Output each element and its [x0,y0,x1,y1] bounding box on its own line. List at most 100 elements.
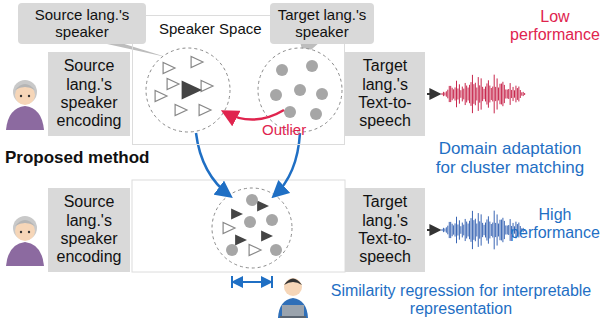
section-heading: Proposed method [5,149,165,168]
wave-stroke [498,88,499,101]
node-text: Source lang.'s speaker encoding [51,193,127,267]
wave-stroke [463,225,464,236]
output-arrow [427,229,439,231]
wave-stroke [524,93,525,95]
wave-stroke [504,221,505,239]
source-point [175,104,187,115]
wave-stroke [444,92,445,95]
wave-stroke [463,89,464,100]
speaker-icon [6,216,44,266]
source-point [231,208,243,219]
wave-stroke [495,87,496,101]
wave-stroke [476,88,477,101]
wave-stroke [447,90,448,99]
source-point [167,78,179,89]
source-point [257,200,269,211]
wave-stroke [523,92,524,96]
wave-stroke [457,88,458,99]
wave-stroke [472,75,473,113]
wave-stroke [453,225,454,234]
target-point [284,106,296,118]
source-point [155,90,167,101]
encoder-box: Source lang.'s speaker encoding [48,52,130,136]
target-point [270,244,282,256]
wave-stroke [452,224,453,237]
wave-stroke [514,90,515,97]
method-label: Domain adaptation for cluster matching [428,140,592,177]
wave-stroke [500,220,501,240]
source-point [223,222,235,233]
output-arrow [427,93,439,95]
target-point [270,89,282,101]
wave-stroke [494,211,495,250]
adaptation-arrow [196,133,230,196]
wave-stroke [462,87,463,102]
wave-stroke [517,88,518,100]
encoder-box: Source lang.'s speaker encoding [48,188,130,272]
target-point [246,194,258,206]
source-point [249,244,261,255]
outlier-arrow [224,110,284,120]
target-point [310,108,322,120]
wave-stroke [491,224,492,236]
wave-stroke [492,87,493,102]
wave-stroke [456,81,457,108]
wave-stroke [459,220,460,239]
wave-stroke [492,223,493,238]
speaker-callout: Target lang.'s speaker [270,3,374,44]
node-text: Target lang.'s Text-to-speech [348,193,422,267]
wave-stroke [500,84,501,104]
wave-stroke [473,220,474,240]
wave-stroke [486,83,487,104]
wave-stroke [465,83,466,105]
wave-stroke [459,84,460,103]
matched-cluster [212,188,292,268]
wave-stroke [511,90,512,98]
wave-stroke [453,89,454,98]
performance-label: Low performance [506,8,604,43]
source-point [235,234,247,245]
wave-stroke [455,87,456,100]
wave-stroke [488,216,489,243]
wave-stroke [507,90,508,99]
wave-stroke [468,224,469,237]
wave-stroke [488,80,489,107]
wave-stroke [507,226,508,235]
node-text: Source lang.'s speaker [22,7,142,40]
adaptation-arrow [274,133,300,196]
outlier-label: Outlier [262,122,322,139]
wave-stroke [478,77,479,111]
wave-stroke [494,75,495,114]
wave-stroke [481,214,482,245]
speaker-callout: Source lang.'s speaker [18,3,146,44]
annotator-icon [278,278,308,318]
wave-stroke [442,93,443,95]
source-point [199,104,211,115]
wave-stroke [485,87,486,102]
wave-stroke [473,84,474,104]
wave-stroke [508,225,509,235]
wave-stroke [450,86,451,102]
wave-stroke [505,225,506,234]
wave-stroke [497,214,498,245]
wave-stroke [485,223,486,238]
wave-stroke [521,92,522,95]
wave-stroke [502,82,503,106]
target-point [294,84,306,96]
wave-stroke [501,220,502,241]
source-point [261,230,273,241]
method-label: Similarity regression for interpretable … [318,282,604,317]
wave-stroke [481,78,482,109]
wave-stroke [515,86,516,103]
wave-stroke [462,223,463,238]
wave-stroke [449,222,450,238]
tick [231,276,233,288]
source-point [182,80,202,99]
tts-box: Target lang.'s Text-to-speech [345,188,425,272]
wave-stroke [482,87,483,101]
similarity-arrow [237,281,267,283]
wave-stroke [450,222,451,238]
target-point [266,214,278,226]
wave-stroke [510,83,511,105]
